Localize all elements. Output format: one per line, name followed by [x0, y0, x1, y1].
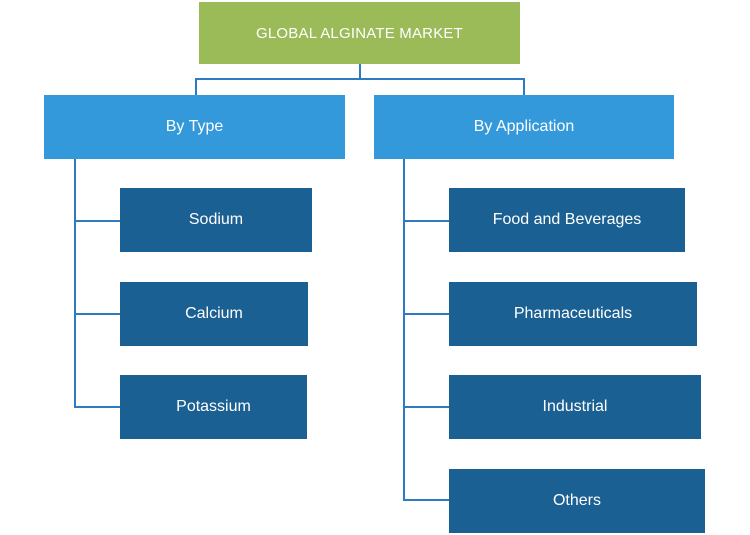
connector-root-bar: [195, 78, 525, 80]
root-node: GLOBAL ALGINATE MARKET: [199, 2, 520, 64]
category-label: By Application: [473, 118, 575, 135]
leaf-food-and-beverages: Food and Beverages: [449, 188, 685, 252]
leaf-label: Food and Beverages: [492, 211, 642, 228]
leaf-label: Calcium: [185, 305, 243, 322]
leaf-sodium: Sodium: [120, 188, 312, 252]
leaf-label: Industrial: [542, 398, 608, 415]
leaf-label: Sodium: [188, 211, 244, 228]
connector-root-stem: [359, 64, 361, 79]
connector-app-food: [403, 220, 449, 222]
root-label: GLOBAL ALGINATE MARKET: [256, 24, 463, 42]
connector-type-spine: [74, 159, 76, 408]
connector-type-potassium: [74, 406, 120, 408]
category-by-type: By Type: [44, 95, 345, 159]
connector-type-calcium: [74, 313, 120, 315]
connector-to-by-type: [195, 78, 197, 95]
leaf-industrial: Industrial: [449, 375, 701, 439]
connector-app-pharma: [403, 313, 449, 315]
connector-app-others: [403, 499, 449, 501]
leaf-label: Potassium: [176, 398, 251, 415]
category-label: By Type: [165, 118, 224, 135]
category-by-application: By Application: [374, 95, 674, 159]
leaf-label: Pharmaceuticals: [513, 305, 633, 322]
connector-app-spine: [403, 159, 405, 501]
leaf-label: Others: [552, 492, 601, 509]
leaf-others: Others: [449, 469, 705, 533]
leaf-pharmaceuticals: Pharmaceuticals: [449, 282, 697, 346]
connector-to-by-application: [523, 78, 525, 95]
leaf-calcium: Calcium: [120, 282, 308, 346]
leaf-potassium: Potassium: [120, 375, 307, 439]
connector-type-sodium: [74, 220, 120, 222]
connector-app-industrial: [403, 406, 449, 408]
